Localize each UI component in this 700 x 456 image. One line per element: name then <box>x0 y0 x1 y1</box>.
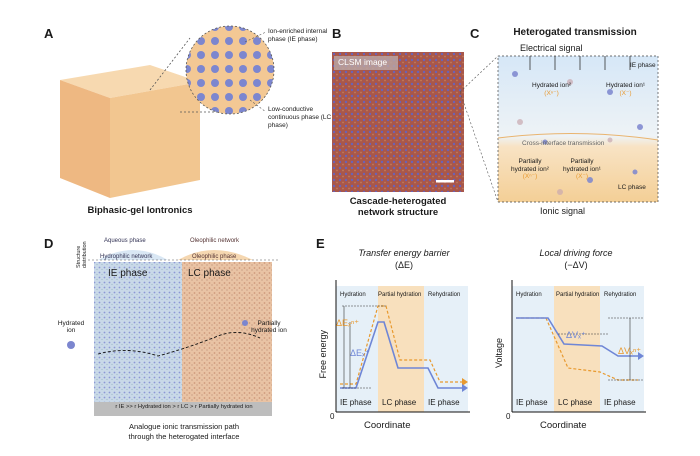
e-left-ie2: IE phase <box>428 398 460 407</box>
cube-top <box>60 65 200 98</box>
d-oleophilic-phase: Oleophilic phase <box>192 254 237 260</box>
e-left-hydration: Hydration <box>340 292 366 298</box>
panel-b-caption-1: Cascade-heterogated <box>349 196 447 207</box>
e-right-hydration: Hydration <box>516 292 542 298</box>
e-right-ie2: IE phase <box>604 398 636 407</box>
panel-a-caption: Biphasic-gel Iontronics <box>87 205 193 216</box>
d-aqueous-phase: Aqueous phase <box>104 238 146 244</box>
callout-lc-phase: Low-conductive continuous phase (LC phas… <box>268 106 332 129</box>
clsm-image <box>332 52 464 192</box>
d-inequality: r IE >> r Hydrated ion > r LC > r Partia… <box>115 404 253 410</box>
e-left-title: Transfer energy barrier <box>358 248 450 258</box>
e-right-rehydration: Rehydration <box>604 292 637 298</box>
e-y-left: Free energy <box>318 330 328 379</box>
c-partial-ion1: Partially hydrated ion¹ (X⁻) <box>563 158 601 180</box>
ionic-signal: Ionic signal <box>540 206 586 216</box>
e-left-sub: (ΔE) <box>394 260 413 270</box>
c-partial-ion2: Partially hydrated ion² (Xⁿ⁻) <box>511 158 549 180</box>
cube-left <box>60 80 110 198</box>
e-delta-vxn: ΔVₓⁿ⁺ <box>618 346 642 356</box>
d-hydrated-ion-marker <box>67 341 75 349</box>
e-left-ie1: IE phase <box>340 398 372 407</box>
magnified-view <box>185 25 275 115</box>
e-right-xlabel: Coordinate <box>540 420 587 431</box>
e-left-lc: LC phase <box>382 398 417 407</box>
panel-c-figure <box>460 55 659 203</box>
clsm-tag: CLSM image <box>338 57 388 67</box>
d-caption-1: Analogue ionic transmission path <box>128 422 240 431</box>
c-cross-interface: Cross-interface transmission <box>522 140 605 147</box>
e-right-partial: Partial hydration <box>556 292 600 298</box>
cube-right <box>110 82 200 198</box>
panel-b-letter: B <box>332 26 342 41</box>
panel-e-letter: E <box>316 236 325 251</box>
c-ie-phase: IE phase <box>630 62 656 69</box>
electrical-signal: Electrical signal <box>520 43 583 53</box>
d-oleophilic-network: Oleophilic network <box>190 238 240 244</box>
panel-c-title: Heterogated transmission <box>513 27 637 38</box>
d-caption-2: through the heterogated interface <box>128 432 240 441</box>
d-hydrated-ion: Hydrated ion <box>57 320 85 334</box>
panel-d-letter: D <box>44 236 54 251</box>
callout-ie-phase: Ion-enriched internal phase (IE phase) <box>268 28 328 43</box>
e-right-origin: 0 <box>506 412 511 421</box>
voltage-plot <box>511 280 646 413</box>
e-left-xlabel: Coordinate <box>364 420 411 431</box>
d-ie-phase: IE phase <box>108 268 148 279</box>
panel-a-figure <box>60 25 275 198</box>
panel-a-letter: A <box>44 26 54 41</box>
c-hydrated-ion1: Hydrated ion¹ (X⁻) <box>606 82 646 97</box>
panel-b-caption-2: network structure <box>357 207 439 218</box>
e-right-title: Local driving force <box>539 248 613 258</box>
e-right-lc: LC phase <box>558 398 593 407</box>
e-left-partial: Partial hydration <box>378 292 422 298</box>
d-hydrophilic-network: Hydrophilic network <box>100 254 153 260</box>
e-delta-vx: ΔVₓ⁺ <box>566 330 586 340</box>
c-hydrated-ion2: Hydrated ion² (Xⁿ⁻) <box>532 82 572 97</box>
panel-c-letter: C <box>470 26 480 41</box>
e-delta-exn: ΔEₓⁿ⁺ <box>336 318 360 328</box>
structure-distribution: Structure distribution <box>76 241 88 268</box>
c-lc-phase: LC phase <box>618 184 646 191</box>
e-left-origin: 0 <box>330 412 335 421</box>
scale-bar <box>436 180 454 183</box>
e-right-ie1: IE phase <box>516 398 548 407</box>
d-partially-hydrated-ion: Partially hydrated ion <box>251 320 287 334</box>
panel-d-figure <box>88 250 280 416</box>
e-right-sub: (−ΔV) <box>564 260 588 270</box>
e-y-right: Voltage <box>494 338 504 369</box>
e-delta-ex: ΔEₓ⁺ <box>350 348 370 358</box>
d-lc-phase: LC phase <box>188 268 231 279</box>
energy-plot <box>335 280 470 413</box>
e-left-rehydration: Rehydration <box>428 292 461 298</box>
d-partial-ion-marker <box>242 320 248 326</box>
